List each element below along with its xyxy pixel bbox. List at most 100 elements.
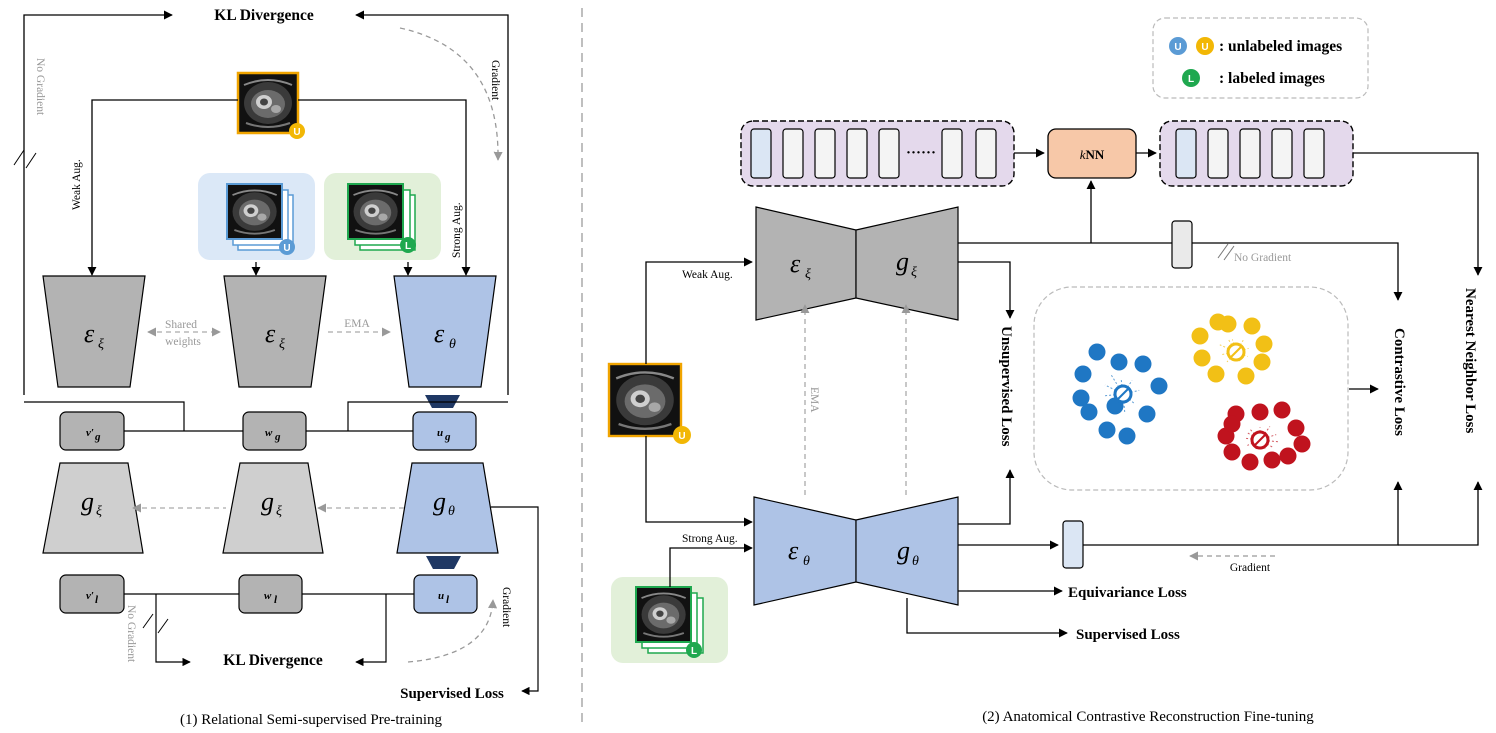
kl-bottom-right-arrow [355, 594, 387, 667]
cluster-red-link [1247, 432, 1261, 441]
encoder-theta-subscript: θ [449, 337, 456, 352]
decoder-xi-2-symbol: g [261, 487, 274, 516]
cluster-blue-point [1080, 403, 1098, 421]
cluster-red-point [1273, 401, 1291, 419]
cluster-yellow-point [1255, 335, 1273, 353]
cluster-red-point [1223, 443, 1241, 461]
student-decoder-symbol: g [897, 536, 910, 565]
right-strong-aug-label: Strong Aug. [682, 533, 738, 545]
vector-v-local-label: v′ [86, 590, 94, 602]
cluster-box [1033, 286, 1349, 491]
encoder-theta [393, 275, 497, 388]
kl-divergence-top-label: KL Divergence [214, 7, 314, 24]
badge-u-blue [279, 239, 295, 255]
gradient-top-curve [399, 27, 503, 161]
stop-gradient-mark-bottom-2 [157, 618, 169, 634]
right-panel: U U : unlabeled images L : labeled image… [607, 17, 1483, 725]
neighbor-slot [1239, 128, 1261, 179]
legend-badge-u-blue [1169, 37, 1187, 55]
projector-bottom [426, 556, 461, 569]
vector-v-local-sub: l [95, 594, 99, 606]
labeled-to-student-arrow [669, 543, 753, 587]
right-badge-u-yellow-text: U [678, 431, 685, 442]
cluster-red-link [1259, 439, 1273, 448]
weak-aug-label: Weak Aug. [71, 159, 83, 210]
cluster-blue-point [1110, 353, 1128, 371]
cluster-yellow-point [1207, 365, 1225, 383]
encoder-theta-symbol: ε [434, 319, 445, 348]
cluster-blue-point [1118, 427, 1136, 445]
contrastive-loss-label: Contrastive Loss [1391, 328, 1407, 436]
right-no-gradient-label: No Gradient [1234, 252, 1292, 264]
gradient-bottom-label: Gradient [500, 587, 512, 628]
encoder-xi-2 [223, 275, 327, 388]
teacher-decoder-symbol: g [896, 247, 909, 276]
student-embedding [1062, 520, 1084, 569]
no-gradient-top-label: No Gradient [34, 58, 46, 116]
vector-w-global [242, 411, 307, 451]
memory-dots: ······ [906, 145, 936, 161]
cluster-yellow-point [1193, 349, 1211, 367]
cluster-yellow-link [1227, 338, 1237, 353]
memory-slot [846, 128, 868, 179]
kl-top-right-arrow [355, 10, 509, 395]
student-to-nn-loss-arrow [1398, 481, 1483, 546]
student-encoder [753, 496, 857, 606]
teacher-encoder-symbol: ε [790, 249, 801, 278]
cluster-red-point [1241, 453, 1259, 471]
vector-u-global-sub: g [444, 431, 451, 443]
vector-u-global [412, 411, 477, 451]
cluster-blue-point [1098, 421, 1116, 439]
encoder-xi-2-symbol: ε [265, 319, 276, 348]
neighbor-to-nn-loss-arrow [1353, 152, 1483, 276]
cluster-red-centroid-hatch [1254, 434, 1266, 446]
weak-aug-arrow [87, 99, 238, 276]
nearest-neighbor-loss-label: Nearest Neighbor Loss [1462, 288, 1478, 433]
neighbor-slot [1271, 128, 1293, 179]
cluster-red-point [1279, 447, 1297, 465]
decoder-theta [396, 462, 499, 554]
badge-l-green [400, 237, 416, 253]
teacher-embedding [1171, 220, 1193, 269]
vector-v-global [59, 411, 125, 451]
cluster-yellow-point [1243, 317, 1261, 335]
cluster-red-link [1248, 427, 1261, 441]
shared-weights-label-2: weights [165, 336, 201, 348]
student-decoder [855, 496, 959, 606]
right-weak-aug-label: Weak Aug. [682, 269, 733, 281]
no-gradient-mark-2 [1223, 245, 1235, 261]
right-panel-title: (2) Anatomical Contrastive Reconstructio… [982, 709, 1314, 725]
decoder-xi-1-symbol: g [81, 487, 94, 516]
encoder-xi-1-symbol: ε [84, 319, 95, 348]
encoder-xi-1-subscript: ξ [98, 337, 104, 352]
vector-u-local-sub: l [446, 594, 450, 606]
ema-label: EMA [344, 318, 370, 330]
gradient-bottom-curve [407, 599, 498, 663]
cluster-blue-point [1072, 389, 1090, 407]
cluster-blue-point [1074, 365, 1092, 383]
vector-v-local [59, 574, 125, 614]
cluster-blue-link [1104, 384, 1124, 395]
legend-badge-l-green-text: L [1188, 74, 1194, 85]
vector-w-local-sub: l [274, 594, 278, 606]
shared-weights-label-1: Shared [165, 319, 197, 331]
student-to-contrastive-arrow [1083, 481, 1403, 546]
teacher-decoder [855, 206, 959, 321]
left-supervised-loss-label: Supervised Loss [400, 686, 504, 702]
cluster-yellow-centroid-hatch [1230, 346, 1242, 358]
strong-aug-label: Strong Aug. [451, 202, 463, 258]
student-to-unsup-arrow [958, 469, 1015, 525]
decoder-xi-2 [222, 462, 324, 554]
right-weak-aug-arrow [645, 257, 753, 364]
kl-bottom-left-arrow [155, 594, 191, 667]
global-to-kl-right [347, 401, 508, 431]
teacher-encoder-subscript: ξ [805, 267, 811, 282]
memory-slot [782, 128, 804, 179]
memory-slot [814, 128, 836, 179]
decoder-theta-subscript: θ [448, 504, 455, 519]
student-encoder-subscript: θ [803, 554, 810, 569]
vector-u-local-label: u [438, 590, 444, 602]
cluster-red-point [1251, 403, 1269, 421]
vector-v-global-sub: g [94, 431, 101, 443]
